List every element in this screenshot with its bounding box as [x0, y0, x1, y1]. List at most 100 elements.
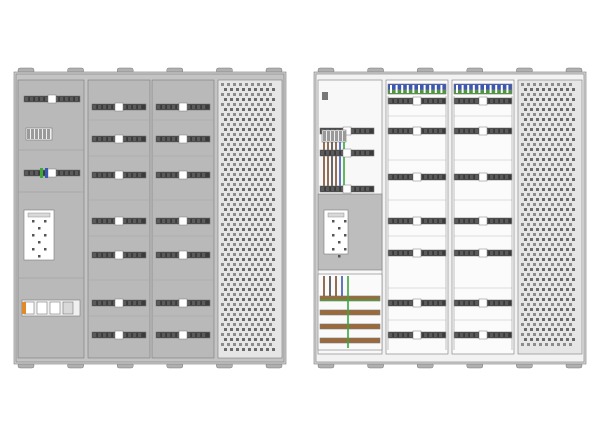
vent-slot — [566, 318, 569, 321]
vent-slot — [557, 293, 560, 296]
vent-slot — [263, 223, 266, 226]
vent-slot — [221, 323, 224, 326]
vent-slot — [539, 213, 542, 216]
vent-slot — [230, 258, 233, 261]
vent-slot — [539, 153, 542, 156]
vent-slot — [248, 348, 251, 351]
vent-slot — [266, 158, 269, 161]
vent-slot — [563, 163, 566, 166]
vent-slot — [266, 258, 269, 261]
vent-slot — [524, 118, 527, 121]
rail-module — [495, 99, 499, 103]
vent-slot — [254, 178, 257, 181]
open-distribution-column-3 — [451, 79, 515, 355]
earth-terminal-strip — [453, 89, 513, 95]
vent-slot — [521, 133, 524, 136]
vent-slot — [551, 253, 554, 256]
main-switch-pole — [62, 301, 74, 315]
terminal — [335, 131, 338, 141]
vent-slot — [536, 258, 539, 261]
rail-module — [98, 137, 102, 141]
terminal — [343, 131, 346, 141]
vent-slot — [248, 128, 251, 131]
meter-hole — [38, 255, 41, 258]
vent-slot — [245, 193, 248, 196]
vent-slot — [521, 213, 524, 216]
vent-slot — [272, 308, 275, 311]
vent-slot — [521, 113, 524, 116]
vent-slot — [569, 273, 572, 276]
vent-slot — [269, 333, 272, 336]
vent-slot — [242, 158, 245, 161]
rail-module — [108, 173, 112, 177]
vent-slot — [257, 183, 260, 186]
terminal-screw — [500, 85, 503, 93]
vent-slot — [230, 328, 233, 331]
rail-module — [167, 219, 171, 223]
vent-slot — [548, 208, 551, 211]
rail-module — [113, 301, 117, 305]
vent-slot — [224, 108, 227, 111]
rail-module — [409, 301, 413, 305]
rail-module — [356, 129, 360, 133]
rail-module — [455, 333, 459, 337]
vent-slot — [563, 313, 566, 316]
vent-slot — [233, 253, 236, 256]
rail-module — [424, 99, 428, 103]
vent-slot — [530, 88, 533, 91]
vent-slot — [227, 163, 230, 166]
vent-slot — [539, 323, 542, 326]
vent-slot — [257, 203, 260, 206]
vent-slot — [533, 223, 536, 226]
vent-slot — [551, 93, 554, 96]
rail-module — [389, 333, 393, 337]
rail-module — [138, 253, 142, 257]
vent-slot — [521, 143, 524, 146]
vent-slot — [221, 153, 224, 156]
vent-slot — [527, 233, 530, 236]
rail-module — [187, 253, 191, 257]
vent-slot — [563, 253, 566, 256]
vent-slot — [245, 253, 248, 256]
rail-module — [321, 151, 325, 155]
rail-module — [197, 137, 201, 141]
vent-slot — [254, 198, 257, 201]
vent-slot — [521, 193, 524, 196]
terminal — [39, 129, 42, 139]
vent-slot — [566, 258, 569, 261]
vent-slot — [260, 308, 263, 311]
vent-slot — [545, 303, 548, 306]
earth-terminal-strip — [387, 89, 447, 95]
vent-slot — [566, 248, 569, 251]
rail-module — [197, 253, 201, 257]
vent-slot — [233, 153, 236, 156]
vent-slot — [527, 253, 530, 256]
vent-slot — [227, 183, 230, 186]
vent-slot — [233, 293, 236, 296]
vent-slot — [569, 293, 572, 296]
vent-slot — [260, 338, 263, 341]
vent-slot — [572, 248, 575, 251]
vent-slot — [242, 288, 245, 291]
vent-slot — [533, 293, 536, 296]
vent-slot — [224, 148, 227, 151]
vent-slot — [227, 113, 230, 116]
vent-slot — [257, 193, 260, 196]
rail-module — [439, 333, 443, 337]
vent-slot — [572, 88, 575, 91]
vent-slot — [221, 83, 224, 86]
vent-slot — [227, 173, 230, 176]
vent-slot — [251, 93, 254, 96]
vent-slot — [539, 263, 542, 266]
vent-slot — [227, 273, 230, 276]
vent-slot — [563, 243, 566, 246]
vent-slot — [548, 128, 551, 131]
vent-slot — [263, 203, 266, 206]
vent-slot — [224, 348, 227, 351]
rail-module — [470, 175, 474, 179]
vent-slot — [224, 298, 227, 301]
rail-module — [123, 333, 127, 337]
rail-module — [133, 333, 137, 337]
vent-slot — [539, 273, 542, 276]
vent-slot — [542, 228, 545, 231]
